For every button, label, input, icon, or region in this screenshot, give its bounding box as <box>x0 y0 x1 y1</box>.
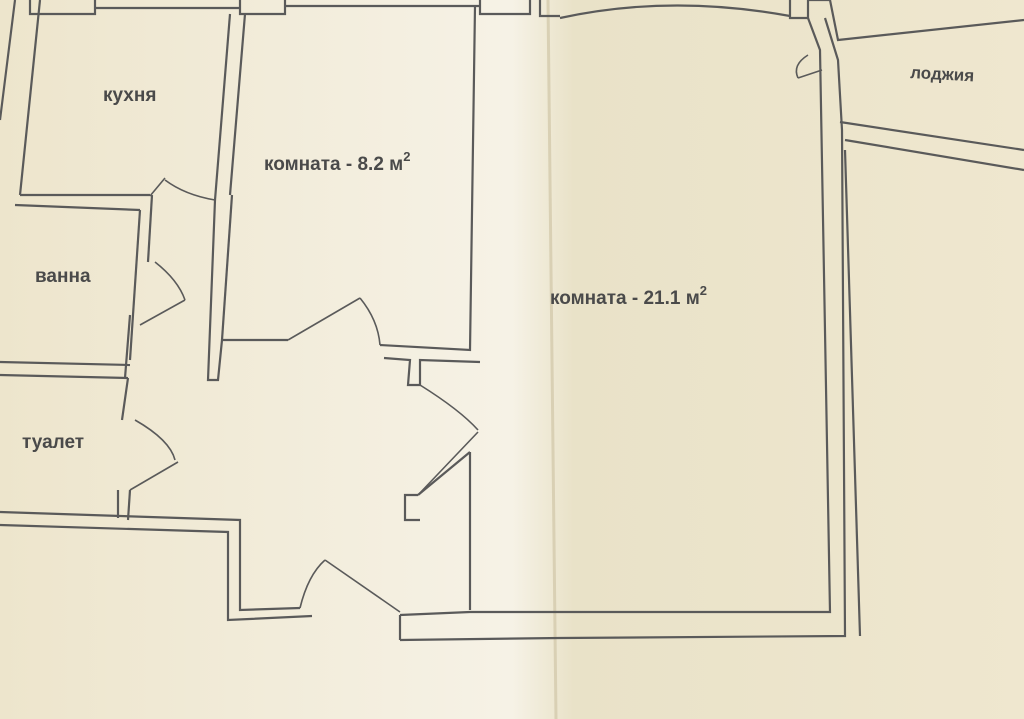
kitchen-door-arc <box>164 179 216 201</box>
toilet-door-leaf <box>129 461 179 491</box>
big-room-door-arc <box>419 384 479 431</box>
entry-door-arc <box>299 559 326 609</box>
loggia-door-leaf <box>797 69 823 79</box>
bath-door-arc <box>154 261 186 301</box>
paper-fold <box>546 0 558 719</box>
kitchen-label: кухня <box>103 85 156 106</box>
left-walls <box>0 0 481 622</box>
loggia-label: лоджия <box>910 63 975 85</box>
big-room-door-leaf <box>417 431 479 496</box>
bathroom-label: ванна <box>35 266 91 287</box>
room-door-leaf <box>287 297 361 341</box>
large-room-walls <box>398 0 1024 642</box>
entry-door-leaf <box>324 559 401 613</box>
room-door-arc <box>359 297 381 346</box>
top-wall <box>0 0 810 121</box>
kitchen-door-leaf <box>149 177 166 197</box>
doors <box>129 54 823 613</box>
room-large-label: комната - 21.1 м2 <box>550 283 707 309</box>
toilet-label: туалет <box>22 432 84 453</box>
room-small-label: комната - 8.2 м2 <box>264 149 410 175</box>
loggia-door-arc <box>795 54 809 79</box>
bath-door-leaf <box>139 299 186 326</box>
toilet-door-arc <box>134 419 176 461</box>
